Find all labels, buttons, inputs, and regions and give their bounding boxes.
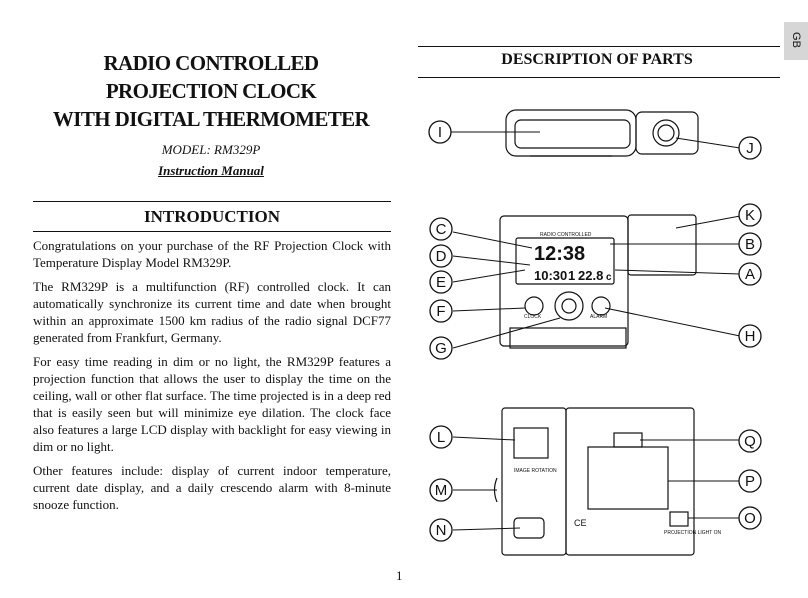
model-number: MODEL: RM329P (161, 142, 261, 157)
callout-circle (429, 425, 453, 449)
callout-letter: B (745, 236, 755, 253)
callout-circle (738, 429, 762, 453)
callout-letter: D (436, 248, 447, 265)
callout-letter: K (745, 207, 755, 224)
callout-letter: J (746, 140, 754, 157)
lcd-temperature: 22.8 (578, 268, 603, 283)
intro-heading: INTRODUCTION (143, 207, 281, 226)
page-number: 1 (396, 568, 403, 583)
callout-circle (738, 324, 762, 348)
callout-circle (429, 299, 453, 323)
callout-letter: I (438, 124, 442, 141)
front-label: RADIO CONTROLLED (540, 232, 592, 238)
callout-circle (738, 469, 762, 493)
callout-circle (738, 232, 762, 256)
callout-circle (738, 506, 762, 530)
paragraph: Other features include: display of curre… (33, 463, 391, 512)
projection-label: PROJECTION LIGHT ON (664, 530, 722, 536)
callout-circle (429, 217, 453, 241)
callout-letter: Q (744, 433, 756, 450)
callout-letter: L (437, 429, 445, 446)
lcd-time: 12:38 (534, 243, 585, 265)
callout-circle (429, 336, 453, 360)
callout-letter: M (435, 482, 448, 499)
document-title: RADIO CONTROLLED PROJECTION CLOCK WITH D… (30, 49, 392, 133)
callout-circle (429, 478, 453, 502)
paragraph: For easy time reading in dim or no light… (33, 354, 391, 454)
parts-heading: DESCRIPTION OF PARTS (501, 51, 693, 68)
image-rotation-label: IMAGE ROTATION (514, 468, 557, 474)
title-line: PROJECTION CLOCK (105, 79, 317, 103)
title-line: WITH DIGITAL THERMOMETER (52, 107, 370, 131)
divider (418, 77, 780, 78)
ce-mark: CE (574, 518, 587, 528)
alarm-button-label: ALARM (590, 314, 607, 320)
callout-letter: H (745, 328, 756, 345)
lcd-temperature-unit: c (606, 272, 612, 283)
lcd-date-separator: 1 (568, 268, 575, 283)
lcd-date: 10:30 (534, 268, 567, 283)
callout-circle (429, 518, 453, 542)
language-tab: GB (784, 22, 808, 60)
device-top-view (505, 109, 699, 157)
paragraph: The RM329P is a multifunction (RF) contr… (33, 279, 391, 345)
callout-letter: E (436, 274, 446, 291)
callout-labels: I J C K D B E A F H G L Q M P N O (428, 120, 762, 542)
divider (418, 46, 780, 47)
callout-letter: O (744, 510, 756, 527)
device-back-view (493, 407, 695, 556)
callout-letter: F (436, 303, 445, 320)
callout-circle (738, 203, 762, 227)
divider (33, 201, 391, 202)
title-line: RADIO CONTROLLED (103, 51, 319, 75)
callout-letter: P (745, 473, 755, 490)
leader-lines (451, 131, 741, 531)
callout-letter: C (436, 221, 447, 238)
manual-subtitle: Instruction Manual (158, 163, 264, 178)
callout-letter: A (745, 266, 755, 283)
callout-letter: N (436, 522, 447, 539)
intro-body: Congratulations on your purchase of the … (33, 237, 391, 520)
callout-circle (429, 244, 453, 268)
clock-button-label: CLOCK (524, 314, 542, 320)
paragraph: Congratulations on your purchase of the … (33, 238, 391, 270)
callout-circle (429, 270, 453, 294)
callout-circle (428, 120, 452, 144)
callout-circle (738, 262, 762, 286)
callout-letter: G (435, 340, 447, 357)
callout-circle (738, 136, 762, 160)
divider (33, 231, 391, 232)
device-front-view (499, 214, 697, 349)
